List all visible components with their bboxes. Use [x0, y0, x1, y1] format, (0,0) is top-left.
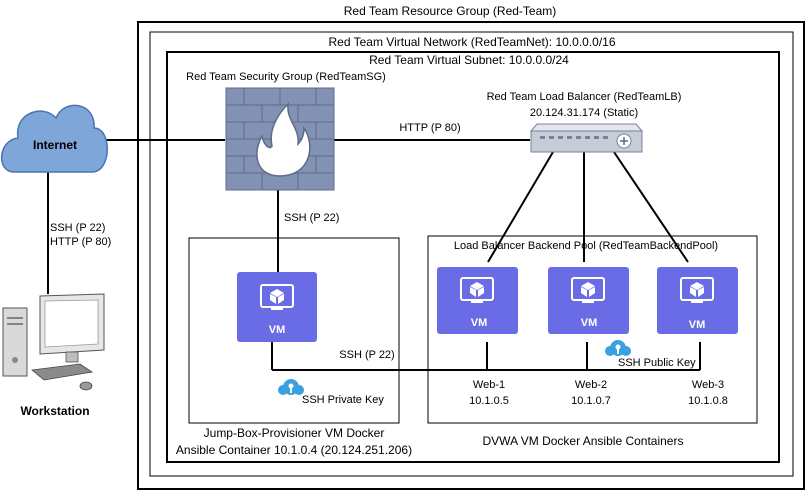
internet-label: Internet [33, 138, 77, 152]
web2-vm-label: VM [581, 317, 598, 329]
label-internet-ssh: SSH (P 22) [50, 222, 105, 234]
link-lb-web3 [613, 151, 689, 263]
link-lb-web1 [487, 151, 554, 263]
resource-group-box [137, 21, 805, 490]
web1-ip: 10.1.0.5 [469, 395, 509, 407]
subnet-title: Red Team Virtual Subnet: 10.0.0.0/24 [369, 53, 569, 67]
connection-lines [47, 139, 701, 371]
private-key-icon [278, 379, 304, 395]
web1-vm-icon [437, 267, 518, 334]
internet-cloud-icon [0, 104, 108, 173]
jumpbox-vm-icon [237, 272, 317, 342]
web3-vm-label: VM [689, 319, 706, 331]
public-key-icon [605, 340, 631, 356]
web2-ip: 10.1.0.7 [571, 395, 611, 407]
jumpbox-caption-line2: Ansible Container 10.1.0.4 (20.124.251.2… [176, 443, 412, 457]
label-jumpbox-web-ssh: SSH (P 22) [339, 349, 394, 361]
jumpbox-container [188, 237, 400, 424]
resource-group-title: Red Team Resource Group (Red-Team) [344, 4, 557, 18]
backend-pool-container [427, 235, 758, 424]
workstation-icon [2, 293, 105, 391]
subnet-box [166, 51, 780, 463]
public-key-label: SSH Public Key [618, 357, 696, 369]
vnet-box [149, 31, 794, 477]
private-key-label: SSH Private Key [302, 394, 384, 406]
lb-title: Red Team Load Balancer (RedTeamLB) [487, 91, 682, 103]
nsg-title: Red Team Security Group (RedTeamSG) [186, 71, 386, 83]
web1-name: Web-1 [473, 379, 505, 391]
workstation-label: Workstation [20, 404, 89, 418]
label-internet-http: HTTP (P 80) [50, 236, 111, 248]
backend-pool-title: Load Balancer Backend Pool (RedTeamBacke… [454, 240, 718, 252]
label-nsg-jumpbox-ssh: SSH (P 22) [284, 212, 339, 224]
vnet-title: Red Team Virtual Network (RedTeamNet): 1… [328, 35, 615, 49]
web3-name: Web-3 [692, 379, 724, 391]
lb-ip: 20.124.31.174 (Static) [530, 107, 638, 119]
web2-vm-icon [548, 267, 629, 334]
web3-vm-icon [657, 267, 738, 334]
web2-name: Web-2 [575, 379, 607, 391]
web1-vm-label: VM [471, 317, 488, 329]
dvwa-caption: DVWA VM Docker Ansible Containers [483, 434, 684, 448]
load-balancer-icon [529, 123, 644, 153]
jumpbox-vm-label: VM [269, 324, 286, 336]
label-nsg-lb-http: HTTP (P 80) [399, 122, 460, 134]
firewall-icon [225, 87, 335, 191]
web3-ip: 10.1.0.8 [688, 395, 728, 407]
jumpbox-caption-line1: Jump-Box-Provisioner VM Docker [204, 426, 385, 440]
